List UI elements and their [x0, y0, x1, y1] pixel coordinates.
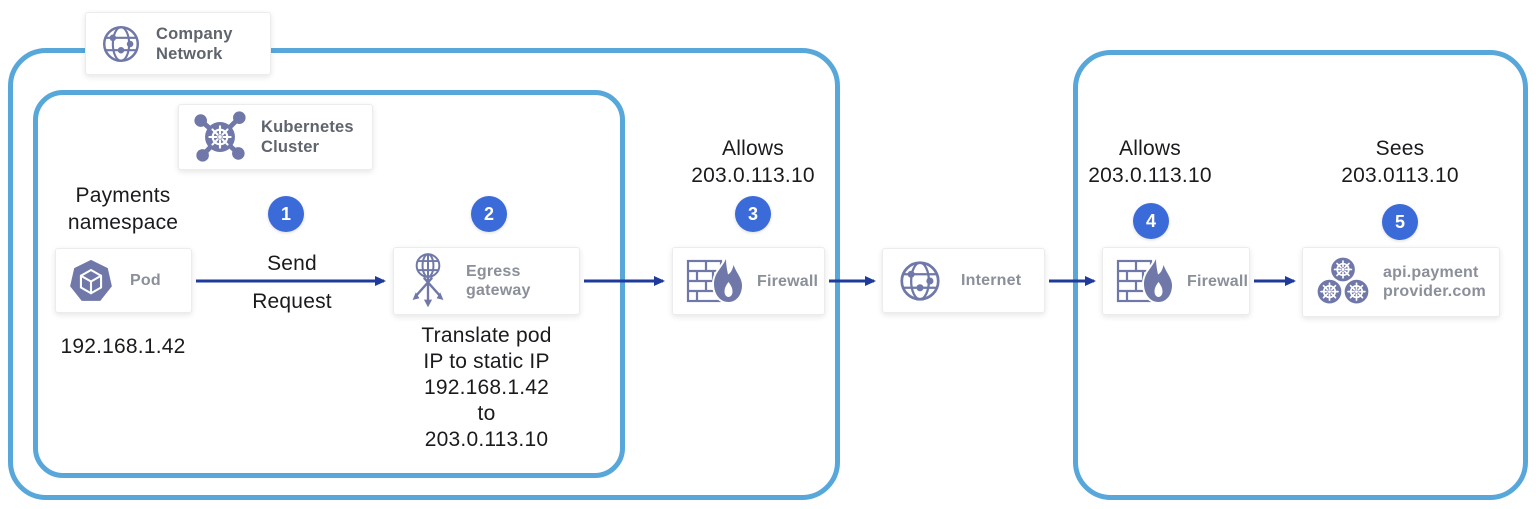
firewall-external-node: Firewall: [1102, 247, 1250, 315]
text-line: IP to static IP: [423, 350, 550, 373]
kubernetes-nodes-trio-icon: [1315, 255, 1371, 309]
text-line: 203.0.113.10: [424, 428, 549, 451]
firewall-internal-label: Firewall: [757, 272, 819, 290]
egress-gateway-node: Egress gateway: [393, 247, 580, 315]
pod-label: Pod: [130, 272, 161, 289]
text-line: to: [477, 402, 496, 425]
kubernetes-cluster-boundary: [33, 90, 625, 478]
text-line: 203.0.113.10: [1088, 164, 1212, 187]
internet-node: Internet: [882, 248, 1045, 313]
api-provider-label: api.paymentprovider.com: [1383, 264, 1486, 300]
pod-node: Pod: [55, 248, 192, 313]
step-badge-3: 3: [735, 196, 771, 232]
brick-wall-flame-icon: [1115, 256, 1173, 306]
step-badge-4: 4: [1133, 203, 1169, 239]
text-line: 203.0113.10: [1341, 164, 1459, 187]
globe-network-icon: [895, 256, 945, 306]
pod-heptagon-cube-icon: [68, 258, 114, 304]
text-line: Payments: [75, 184, 171, 207]
allows-internal-caption: Allows 203.0.113.10: [673, 135, 833, 189]
globe-egress-arrows-icon: [406, 252, 450, 310]
sees-caption: Sees 203.0113.10: [1320, 135, 1480, 189]
request-label: Request: [252, 290, 332, 313]
text-line: Sees: [1375, 137, 1425, 160]
translate-caption: Translate pod IP to static IP 192.168.1.…: [390, 323, 583, 453]
egress-gateway-label: Egress gateway: [466, 263, 531, 299]
text-line: Translate pod: [421, 324, 552, 347]
api-provider-node: api.paymentprovider.com: [1302, 247, 1500, 317]
firewall-external-label: Firewall: [1187, 272, 1249, 290]
payments-namespace-caption: Payments namespace: [33, 182, 213, 236]
step-badge-1: 1: [268, 196, 304, 232]
kubernetes-cluster-card: Kubernetes Cluster: [178, 104, 373, 170]
firewall-internal-node: Firewall: [672, 247, 825, 315]
company-network-boundary: [8, 48, 840, 500]
text-line: namespace: [67, 211, 179, 234]
text-line: 192.168.1.42: [423, 376, 550, 399]
text-line: Allows: [722, 137, 784, 160]
internet-label: Internet: [961, 272, 1022, 289]
brick-wall-flame-icon: [685, 256, 743, 306]
kubernetes-cluster-label: Kubernetes Cluster: [261, 118, 354, 156]
text-line: Allows: [1119, 137, 1181, 160]
step-badge-5: 5: [1382, 204, 1418, 240]
company-network-card: Company Network: [85, 12, 271, 75]
kubernetes-helm-icon: [191, 109, 249, 165]
step-badge-2: 2: [471, 196, 507, 232]
globe-network-icon: [98, 21, 144, 67]
allows-external-caption: Allows 203.0.113.10: [1070, 135, 1230, 189]
company-network-label: Company Network: [156, 24, 233, 63]
provider-network-boundary: [1073, 50, 1528, 500]
pod-ip-caption: 192.168.1.42: [60, 335, 186, 358]
send-label: Send: [267, 252, 317, 275]
text-line: 203.0.113.10: [691, 164, 815, 187]
